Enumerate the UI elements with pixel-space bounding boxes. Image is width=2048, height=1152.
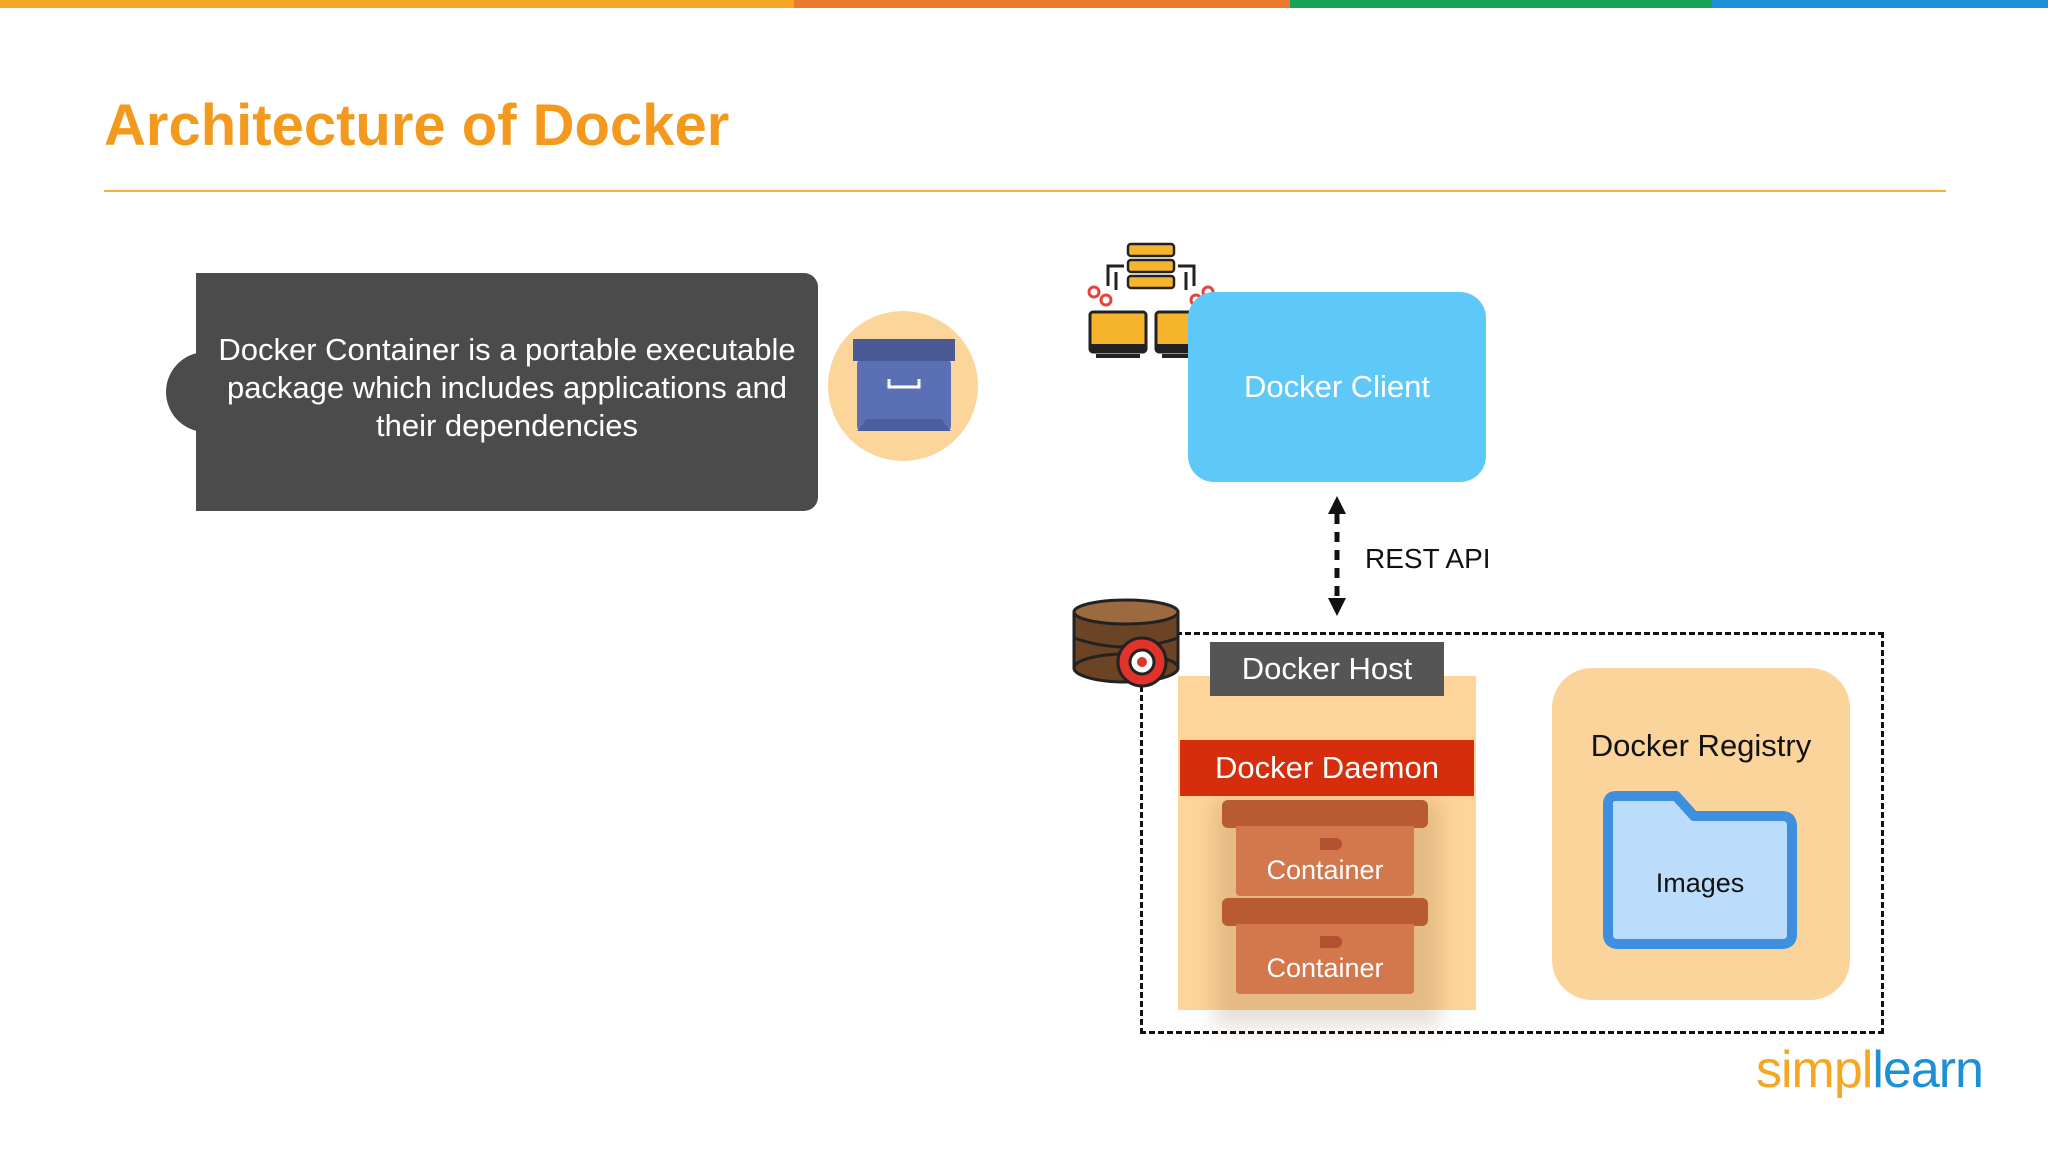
logo-part-simpli: simpl: [1756, 1041, 1873, 1099]
top-bar-segment-1: [0, 0, 794, 8]
network-computers-icon: [1087, 242, 1215, 358]
docker-registry-label: Docker Registry: [1590, 728, 1812, 763]
docker-host-label: Docker Host: [1210, 642, 1444, 696]
simplilearn-logo: simpllearn: [1756, 1040, 1984, 1100]
rest-api-label: REST API: [1365, 543, 1491, 574]
title-divider: [104, 190, 1946, 192]
docker-registry-box: Docker Registry Images: [1552, 668, 1850, 1000]
container-item: Container: [1222, 800, 1428, 896]
docker-daemon-bar: Docker Daemon: [1180, 740, 1474, 796]
container-body: Container: [1236, 826, 1414, 896]
database-gear-icon: [1072, 598, 1180, 688]
container-handle: [1320, 838, 1342, 850]
rest-api-arrow: [1328, 496, 1346, 616]
docker-client-box: Docker Client: [1188, 292, 1486, 482]
storage-box-badge: [828, 311, 978, 461]
docker-client-label: Docker Client: [1243, 369, 1431, 404]
folder-icon: [1603, 791, 1797, 949]
slide-title: Architecture of Docker: [104, 93, 730, 158]
container-body: Container: [1236, 924, 1414, 994]
definition-text: Docker Container is a portable executabl…: [218, 332, 796, 443]
top-bar-segment-3: [1290, 0, 1712, 8]
storage-box-icon: [853, 339, 955, 431]
top-bar-segment-2: [794, 0, 1290, 8]
container-label: Container: [1266, 855, 1384, 885]
container-lid: [1222, 800, 1428, 828]
images-label: Images: [1655, 868, 1745, 898]
docker-daemon-label: Docker Daemon: [1215, 750, 1439, 785]
top-color-bar: [0, 0, 2048, 8]
container-item: Container: [1222, 898, 1428, 994]
container-lid: [1222, 898, 1428, 926]
definition-callout: Docker Container is a portable executabl…: [196, 273, 818, 511]
logo-part-learn: learn: [1872, 1041, 1984, 1099]
docker-host-boundary: [1140, 632, 1884, 1034]
container-handle: [1320, 936, 1342, 948]
container-label: Container: [1266, 953, 1384, 983]
top-bar-segment-4: [1712, 0, 2048, 8]
